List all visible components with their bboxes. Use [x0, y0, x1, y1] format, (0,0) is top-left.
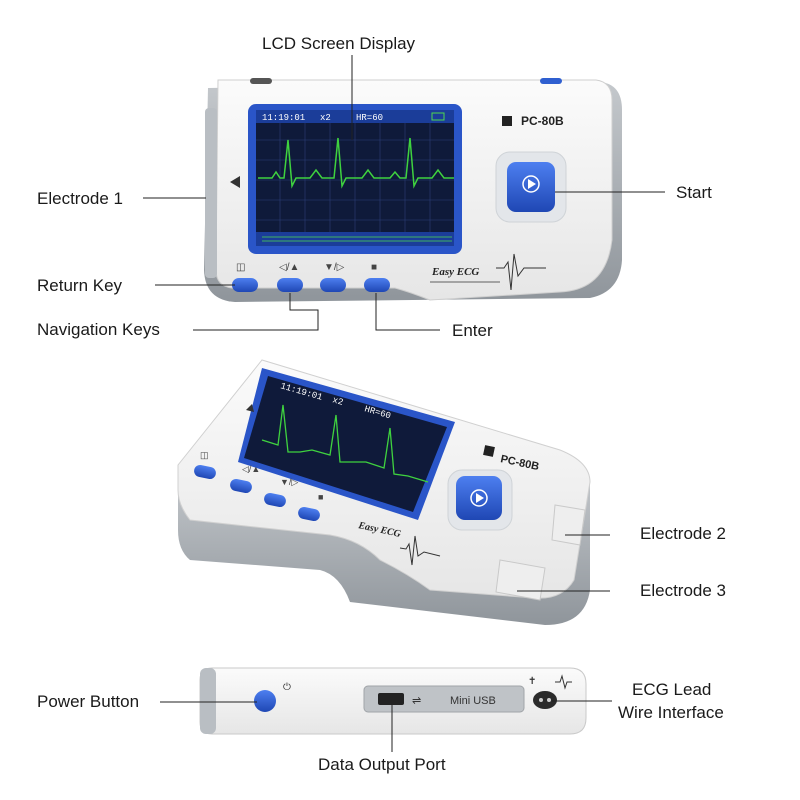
easy-ecg-logo: Easy ECG: [431, 266, 479, 278]
persp-brand-logo-icon: [483, 445, 495, 457]
label-ecg-lead-line1: ECG Lead: [632, 680, 711, 699]
down-right-arrow-symbol-icon: ▼/▷: [324, 262, 345, 273]
persp-easy-ecg-wave-icon: [399, 535, 441, 566]
nav-key-right-button[interactable]: [320, 278, 346, 292]
persp-left-arrow-icon: [246, 404, 254, 412]
persp-lcd-screen: [244, 376, 447, 512]
persp-play-icon-ring: [470, 489, 488, 507]
persp-nav-key-right[interactable]: [263, 492, 287, 508]
persp-enter-key[interactable]: [297, 506, 321, 522]
mini-usb-port[interactable]: [378, 693, 404, 705]
persp-down-right-symbol-icon: ▼/▷: [280, 477, 298, 487]
device-front-view: 11:19:01 x2 HR=60 PC-80B ◫: [204, 78, 622, 302]
ecg-wave-symbol-icon: [555, 674, 572, 690]
label-data-output-port: Data Output Port: [318, 755, 446, 774]
left-arrow-icon: [230, 176, 240, 188]
model-name: PC-80B: [521, 114, 564, 128]
brand-logo-icon: [502, 116, 512, 126]
label-return-key: Return Key: [37, 276, 123, 295]
persp-enter-symbol-icon: ■: [318, 492, 323, 502]
return-key-symbol-icon: ◫: [236, 262, 245, 273]
lcd-time: 11:19:01: [262, 113, 305, 123]
persp-return-key[interactable]: [193, 464, 217, 480]
device-perspective-view: 11:19:01 x2 HR=60 PC-80B ◫ ◁/▲ ▼/▷ ■ Eas…: [177, 359, 591, 625]
enter-key-button[interactable]: [364, 278, 390, 292]
line-navigation-keys: [193, 293, 319, 331]
persp-lcd-zoom: x2: [331, 395, 344, 408]
lcd-footer-ticks: [262, 236, 452, 242]
front-top-button-left: [250, 78, 272, 84]
lcd-ecg-trace: [258, 137, 454, 189]
lcd-battery-icon: [431, 112, 445, 121]
lcd-footer-bar: [256, 232, 454, 246]
label-navigation-keys: Navigation Keys: [37, 320, 160, 339]
persp-play-icon: [476, 493, 484, 503]
return-key-button[interactable]: [232, 278, 258, 292]
lcd-heart-rate: HR=60: [356, 113, 383, 123]
electrode-2-pad: [551, 504, 586, 546]
label-start: Start: [676, 183, 712, 202]
label-power-button: Power Button: [37, 692, 139, 711]
left-up-arrow-symbol-icon: ◁/▲: [279, 262, 299, 273]
easy-ecg-wave-icon: [496, 253, 546, 291]
start-play-icon-ring: [522, 175, 540, 193]
device-bottom-view: ⏻ ⇌ Mini USB ✝: [199, 667, 587, 735]
persp-left-up-symbol-icon: ◁/▲: [242, 464, 260, 474]
front-top-button-right: [540, 78, 562, 84]
label-electrode-1: Electrode 1: [37, 189, 123, 208]
label-enter: Enter: [452, 321, 493, 340]
line-enter: [375, 293, 440, 331]
callout-lines: [143, 55, 665, 752]
ecg-lead-socket[interactable]: [533, 691, 557, 709]
lcd-header-bar: [256, 110, 454, 123]
ecg-lead-socket-pin-1: [539, 698, 543, 702]
usb-port-panel: [363, 685, 525, 713]
ecg-lead-socket-pin-2: [547, 698, 551, 702]
power-symbol-icon: ⏻: [283, 682, 291, 693]
label-ecg-lead-line2: Wire Interface: [618, 703, 724, 722]
persp-return-symbol-icon: ◫: [200, 450, 209, 460]
electrode-1-strip: [205, 108, 217, 278]
persp-nav-key-left[interactable]: [229, 478, 253, 494]
enter-square-symbol-icon: ■: [371, 262, 377, 273]
bottom-end-cap: [200, 668, 216, 734]
power-button[interactable]: [254, 690, 276, 712]
label-electrode-2: Electrode 2: [640, 524, 726, 543]
usb-transfer-arrows-icon: ⇌: [412, 695, 421, 707]
lcd-zoom: x2: [320, 113, 331, 123]
label-lcd-screen-display: LCD Screen Display: [262, 34, 416, 53]
label-electrode-3: Electrode 3: [640, 581, 726, 600]
nav-key-left-button[interactable]: [277, 278, 303, 292]
electrode-3-pad: [495, 559, 546, 601]
persp-ecg-trace: [261, 404, 429, 483]
person-symbol-icon: ✝: [528, 676, 536, 687]
start-play-icon: [528, 179, 536, 189]
mini-usb-label: Mini USB: [450, 695, 496, 707]
